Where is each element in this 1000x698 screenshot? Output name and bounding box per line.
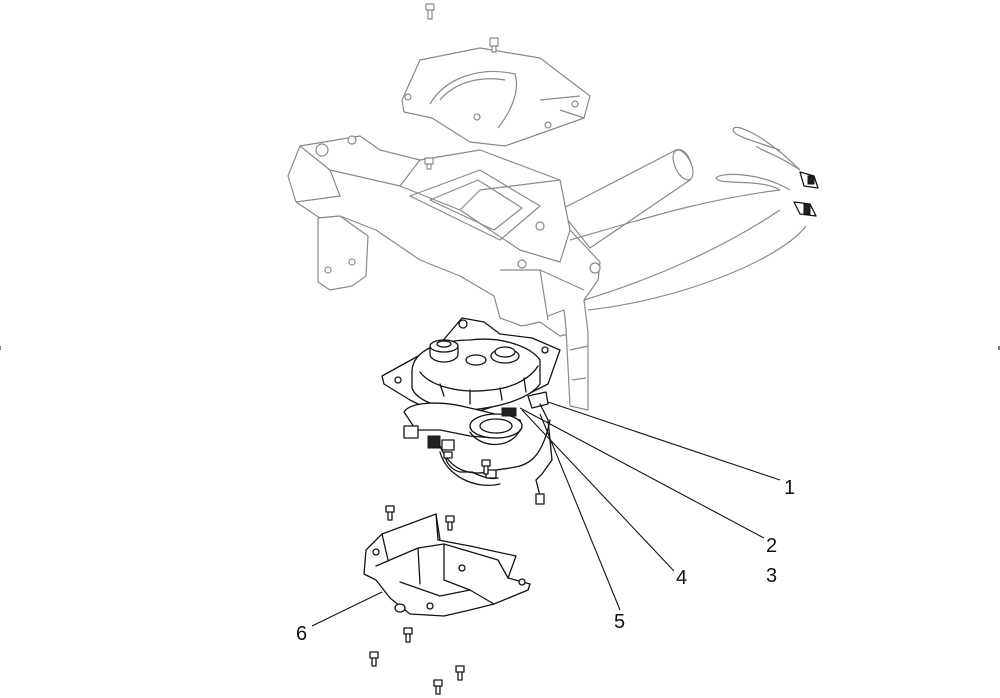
callout-labels: 1 2 3 4 5 6 <box>296 477 795 645</box>
edge-marks <box>0 346 1000 350</box>
callout-4: 4 <box>676 567 687 589</box>
leader-1 <box>547 401 781 481</box>
leader-2 <box>519 407 765 539</box>
callout-5: 5 <box>614 611 625 633</box>
callout-1: 1 <box>784 477 795 499</box>
frame-left-bracket <box>317 215 369 291</box>
sensor-lead <box>443 451 499 480</box>
lower-cover <box>363 513 531 617</box>
motor-underside <box>403 402 523 451</box>
leader-5 <box>539 413 621 611</box>
top-cover-screw <box>425 3 435 20</box>
main-frame <box>287 135 601 337</box>
leader-lines <box>311 401 781 627</box>
ground-wire <box>535 403 553 505</box>
callout-2: 2 <box>766 535 777 557</box>
gear-cap-small <box>465 346 520 366</box>
harness-connector-upper <box>799 171 819 189</box>
callout-3: 3 <box>766 565 777 587</box>
gear-cap-large <box>429 339 459 363</box>
top-cover <box>401 37 591 147</box>
wiring-harness <box>569 126 807 311</box>
leader-4 <box>521 409 675 572</box>
lower-cover-screws <box>369 505 465 695</box>
cable-clip-right <box>501 391 549 417</box>
small-bolt-center <box>481 459 491 475</box>
frame-right-bracket <box>547 299 589 411</box>
tiller-tube <box>559 149 694 249</box>
leader-6 <box>311 591 383 627</box>
harness-connector-lower <box>793 201 817 217</box>
callout-6: 6 <box>296 623 307 645</box>
